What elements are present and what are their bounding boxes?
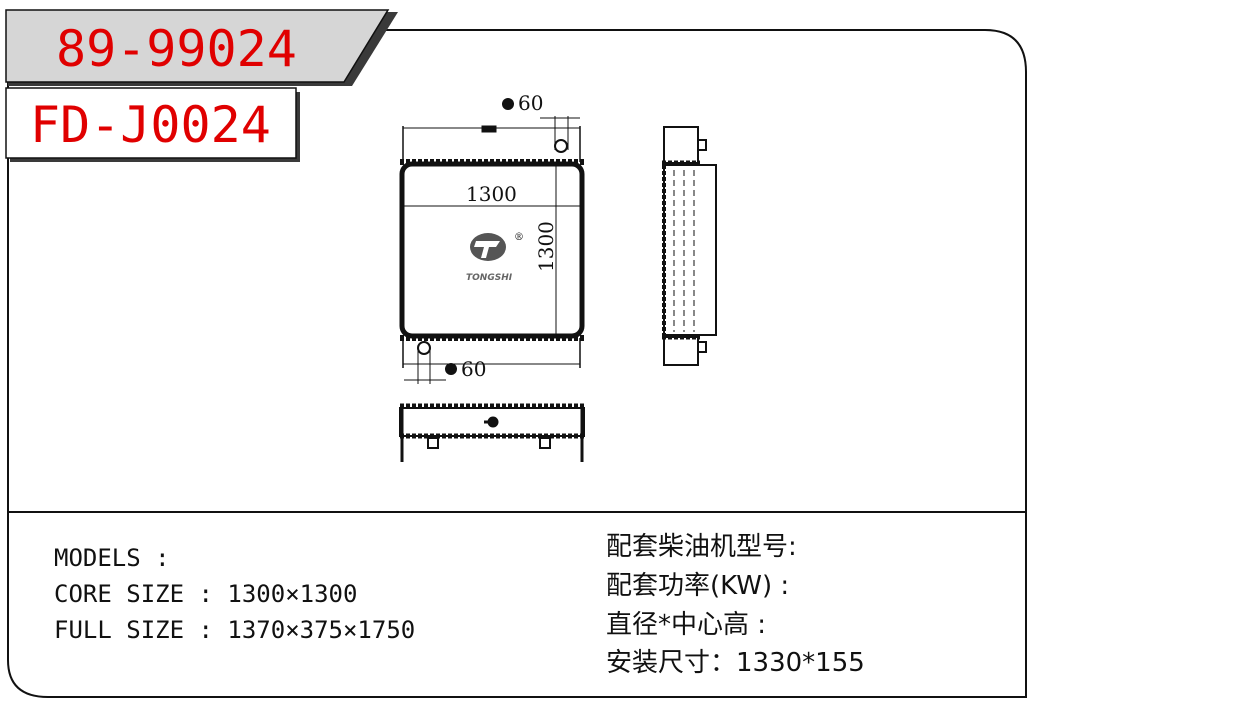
front-view <box>399 116 585 384</box>
code-primary: 89-99024 <box>56 20 297 78</box>
engine-model-label: 配套柴油机型号: <box>606 532 797 562</box>
top-hole-symbol-icon <box>502 98 514 110</box>
bottom-hole-symbol-icon <box>445 363 457 375</box>
install-size-label: 安装尺寸：1330*155 <box>606 648 865 678</box>
power-label: 配套功率(KW) : <box>606 571 790 601</box>
models-label: MODELS : <box>54 544 170 572</box>
height-dim: 1300 <box>534 221 558 272</box>
width-dim: 1300 <box>466 182 517 206</box>
top-view <box>399 403 585 462</box>
logo-text: TONGSHI <box>466 273 513 283</box>
top-hole-dim: 60 <box>518 91 543 115</box>
bottom-hole-dim: 60 <box>461 357 486 381</box>
core-size-label: CORE SIZE : 1300×1300 <box>54 580 358 608</box>
side-view <box>662 126 717 366</box>
full-size-label: FULL SIZE : 1370×375×1750 <box>54 616 416 644</box>
diameter-center-label: 直径*中心高 : <box>606 610 767 640</box>
code-secondary: FD-J0024 <box>30 96 271 154</box>
outer-border <box>7 29 1027 698</box>
code-tab <box>5 9 390 83</box>
registered-mark: ® <box>514 232 524 243</box>
tongshi-logo-icon <box>470 233 506 261</box>
code-box <box>5 87 297 159</box>
